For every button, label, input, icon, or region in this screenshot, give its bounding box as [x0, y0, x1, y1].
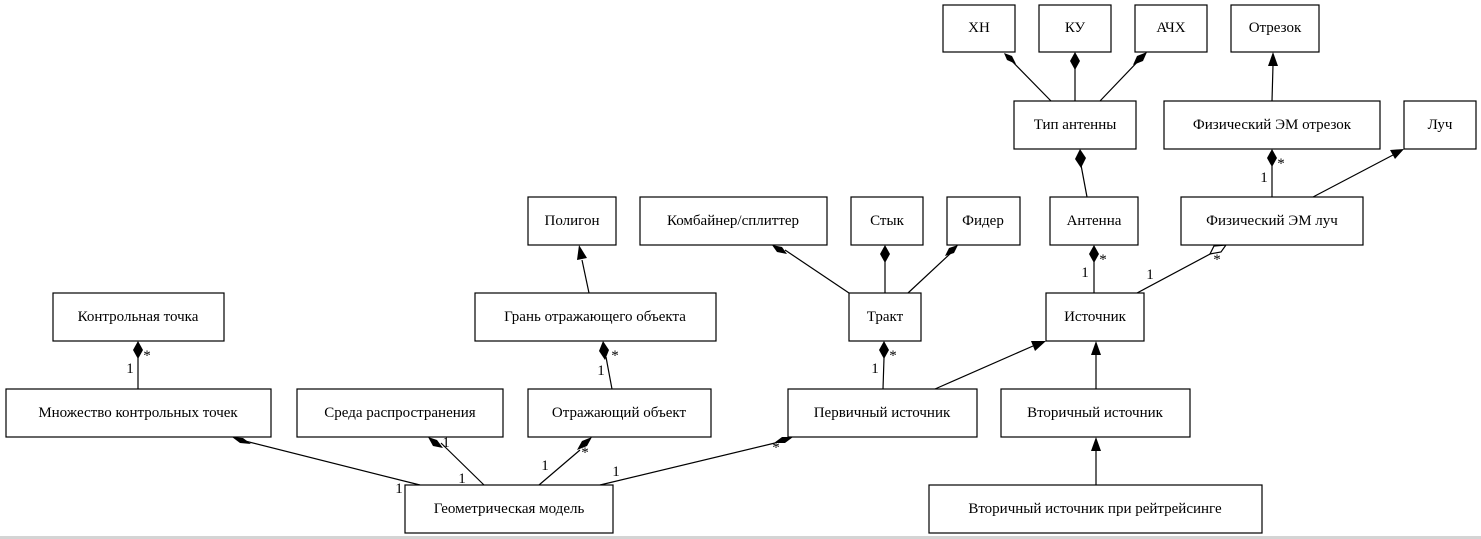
edge-antenna-tip	[1075, 149, 1088, 198]
node-tip-antenny-label: Тип антенны	[1034, 117, 1117, 133]
nodes: ХН КУ АЧХ Отрезок Тип антенны Физический…	[5, 4, 1477, 534]
edge-geom-sreda	[428, 437, 485, 486]
node-vtor-ist: Вторичный источник	[1000, 388, 1191, 438]
node-mnozh-kontr: Множество контрольных точек	[5, 388, 272, 438]
mult-otr-many: *	[581, 445, 589, 461]
mult-sreda-one-bottom: 1	[458, 471, 466, 487]
mult-fiz-luch-many: *	[1213, 252, 1221, 268]
mult-antenna-one: 1	[1081, 265, 1089, 281]
mult-mnozh-one: 1	[395, 481, 403, 497]
node-otr-obekt: Отражающий объект	[527, 388, 712, 438]
edge-vtor-istochnik	[1091, 341, 1101, 389]
mult-fiz-otrezok-many: *	[1277, 156, 1285, 172]
mult-kontr-one: 1	[126, 361, 134, 377]
edges	[133, 52, 1404, 486]
edge-istochnik-antenna	[1089, 245, 1099, 293]
bottom-border	[0, 536, 1481, 539]
node-geom-model: Геометрическая модель	[404, 484, 614, 534]
edge-tip-antenny-achx	[1099, 52, 1147, 102]
node-otrezok: Отрезок	[1230, 4, 1320, 53]
node-ku-label: КУ	[1065, 20, 1086, 36]
node-sreda: Среда распространения	[296, 388, 504, 438]
node-styk: Стык	[850, 196, 924, 246]
edge-tip-antenny-ku	[1070, 52, 1080, 101]
mult-trakt-many: *	[889, 348, 897, 364]
node-achx-label: АЧХ	[1156, 20, 1185, 36]
node-fiz-em-otrezok: Физический ЭМ отрезок	[1163, 100, 1381, 150]
node-gran: Грань отражающего объекта	[474, 292, 717, 342]
node-kontr-tochka: Контрольная точка	[52, 292, 225, 342]
node-antenna: Антенна	[1049, 196, 1139, 246]
node-styk-label: Стык	[870, 213, 904, 229]
edge-perv-trakt	[879, 341, 889, 390]
node-vtor-ist-rt-label: Вторичный источник при рейтрейсинге	[968, 501, 1222, 517]
node-fider-label: Фидер	[962, 213, 1004, 229]
mult-fiz-otrezok-one: 1	[1260, 170, 1268, 186]
mult-kontr-many: *	[143, 348, 151, 364]
node-luch-label: Луч	[1428, 117, 1453, 133]
node-vtor-ist-rt: Вторичный источник при рейтрейсинге	[928, 484, 1263, 534]
mult-gran-one: 1	[597, 363, 605, 379]
node-tip-antenny: Тип антенны	[1013, 100, 1137, 150]
node-geom-model-label: Геометрическая модель	[434, 501, 585, 517]
edge-mnozh-kontr	[133, 341, 143, 389]
edge-fiz-luch-fiz-otrezok	[1267, 149, 1277, 197]
edge-trakt-styk	[880, 245, 890, 293]
node-istochnik-label: Источник	[1064, 309, 1127, 325]
edge-geom-mnozh	[232, 437, 421, 486]
edge-tip-antenny-xn	[1004, 53, 1052, 102]
node-perv-ist-label: Первичный источник	[814, 405, 951, 421]
node-sreda-label: Среда распространения	[324, 405, 476, 421]
node-kombainer-label: Комбайнер/сплиттер	[667, 213, 799, 229]
mult-trakt-one: 1	[871, 361, 879, 377]
edge-vtor-rt-vtor	[1091, 437, 1101, 485]
edge-otr-gran	[599, 341, 613, 390]
node-kontr-tochka-label: Контрольная точка	[78, 309, 199, 325]
node-fider: Фидер	[946, 196, 1021, 246]
node-xn-label: ХН	[968, 20, 990, 36]
node-vtor-ist-label: Вторичный источник	[1027, 405, 1164, 421]
node-otr-obekt-label: Отражающий объект	[552, 405, 687, 421]
node-luch: Луч	[1403, 100, 1477, 150]
edge-perv-istochnik	[934, 341, 1046, 390]
node-antenna-label: Антенна	[1067, 213, 1122, 229]
node-xn: ХН	[942, 4, 1016, 53]
node-fiz-em-luch: Физический ЭМ луч	[1180, 196, 1364, 246]
node-fiz-em-otrezok-label: Физический ЭМ отрезок	[1193, 117, 1352, 133]
mult-antenna-many: *	[1099, 252, 1107, 268]
edge-trakt-kombainer	[772, 245, 850, 294]
node-trakt-label: Тракт	[867, 309, 904, 325]
edge-geom-otr	[538, 437, 592, 486]
mult-perv-many: *	[772, 440, 780, 456]
node-ku: КУ	[1038, 4, 1112, 53]
edge-geom-perv	[599, 437, 793, 486]
edge-gran-poligon	[577, 245, 590, 294]
node-fiz-em-luch-label: Физический ЭМ луч	[1206, 213, 1338, 229]
node-kombainer: Комбайнер/сплиттер	[639, 196, 828, 246]
node-gran-label: Грань отражающего объекта	[504, 309, 686, 325]
edge-trakt-fider	[907, 245, 958, 294]
node-perv-ist: Первичный источник	[787, 388, 978, 438]
node-trakt: Тракт	[848, 292, 922, 342]
node-poligon: Полигон	[527, 196, 617, 246]
edge-fiz-otrezok-otrezok	[1268, 52, 1278, 102]
node-otrezok-label: Отрезок	[1249, 20, 1302, 36]
edge-fiz-luch-luch	[1312, 149, 1404, 198]
mult-sreda-one-top: 1	[442, 435, 450, 451]
edge-istochnik-fiz-luch	[1136, 244, 1228, 294]
node-mnozh-kontr-label: Множество контрольных точек	[38, 405, 238, 421]
mult-gran-many: *	[611, 348, 619, 364]
mult-fiz-luch-one: 1	[1146, 267, 1154, 283]
node-istochnik: Источник	[1045, 292, 1145, 342]
mult-otr-one: 1	[541, 458, 549, 474]
node-poligon-label: Полигон	[545, 213, 600, 229]
node-achx: АЧХ	[1134, 4, 1208, 53]
mult-perv-one: 1	[612, 464, 620, 480]
